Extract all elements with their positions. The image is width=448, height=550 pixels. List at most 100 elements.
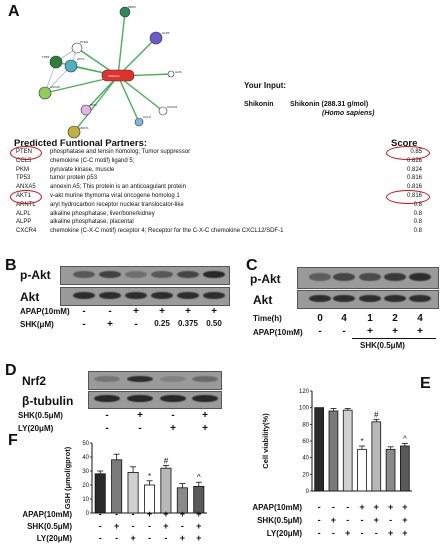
y-tick-label: 0 [86,511,90,517]
condition-sign: - [115,509,118,519]
blot-band [99,271,121,278]
condition-sign: - [99,533,102,543]
partner-description: alkaline phosphatase, liver/bone/kidney [50,210,155,217]
partner-score: 0.824 [406,166,422,173]
partner-description: chemokine (C-C motif) ligand 5; [50,157,135,164]
partner-gene: PKM [16,166,30,173]
condition-sign: + [107,319,113,330]
partner-score: 0.816 [406,184,422,191]
condition-sign: - [132,521,135,531]
condition-sign: 4 [417,313,423,324]
partner-score: 0.8 [413,201,422,208]
network-center-node [101,69,135,82]
condition-sign: - [115,533,118,543]
blot-band [125,292,147,299]
partner-score: 0.8 [413,210,422,217]
panel-letter-f: F [8,432,18,449]
partner-row: CXCR4 chemokine (C-X-C motif) receptor 4;… [14,227,424,236]
condition-sign: + [180,533,185,543]
condition-sign: + [392,326,398,337]
interaction-network: MRPL PTEN ALPP AKT1 TP53 ANXA5 PKM CCL5 … [38,5,183,139]
network-node-label: PTEN [80,40,88,44]
condition-sign: - [108,306,112,317]
blot-d-tubulin [88,391,222,409]
condition-sign: + [202,410,208,421]
condition-sign: - [134,319,138,330]
partners-title: Predicted Funtional Partners: [14,138,148,149]
significance-mark: * [360,437,363,446]
partner-gene: TP53 [16,175,31,182]
blot-b-row2-label: Akt [20,290,40,304]
partner-description: pyruvate kinase, muscle [50,166,115,173]
panel-letter-b: B [5,257,17,274]
condition-sign: - [99,509,102,519]
network-node-label: PKM [90,103,97,107]
partner-score: 0.8 [413,219,422,226]
condition-label: LY(20μM) [37,534,73,543]
network-node [64,59,78,73]
condition-sign: + [374,502,379,512]
condition-label: SHK(0.5μM) [257,516,302,525]
condition-sign: - [181,521,184,531]
partner-description: chemokine (C-X-C motif) receptor 4; Rece… [50,228,284,235]
blot-band [359,273,381,281]
network-node-label: ANXA5 [50,85,60,89]
condition-sign: + [211,306,217,317]
blot-band [125,271,147,278]
partner-gene: CXCR4 [16,228,37,235]
bar [371,421,382,492]
blot-band [203,271,225,278]
condition-sign: - [318,502,321,512]
condition-sign: + [196,509,201,519]
condition-sign: + [388,528,393,538]
y-tick-label: 80 [302,422,309,428]
condition-label: LY(20μM) [267,529,303,538]
condition-sign: + [147,509,152,519]
y-tick-label: 30 [82,469,89,475]
network-node [67,125,81,139]
partner-score: 0.816 [406,175,422,182]
partner-gene: CCL5 [16,157,32,164]
y-tick-label: 120 [299,389,310,395]
bar [111,459,123,514]
condition-sign: 0 [317,313,323,324]
blot-band [94,376,120,382]
network-node-label: TP53 [42,55,50,59]
blot-band [309,295,331,302]
condition-sign: - [99,521,102,531]
y-axis-label: GSH (μmol/gprot) [63,446,72,509]
significance-mark: ^ [197,473,201,482]
input-species: (Homo sapiens) [322,110,375,117]
partner-description: alkaline phosphatase, placental [50,219,134,226]
blot-band [309,273,331,281]
bar [160,467,172,514]
network-node-label: AKT1 [77,57,85,61]
blot-band [333,273,355,281]
network-node-label: ALPL [175,70,183,74]
y-tick-label: 100 [299,406,310,412]
partner-description: phosphatase and tensin homolog; Tumor su… [50,149,191,155]
blot-b-row1-label: p-Akt [20,268,51,282]
condition-sign: + [196,521,201,531]
y-tick-label: 10 [82,497,89,503]
significance-mark: # [374,410,379,419]
blot-band [160,395,186,402]
bar [314,407,324,492]
blot-band [192,395,218,402]
condition-sign: - [375,528,378,538]
condition-sign: - [132,509,135,519]
y-tick-label: 50 [82,441,89,447]
blot-band [99,292,121,299]
condition-sign: + [185,306,191,317]
bar [357,448,367,492]
bar [400,445,410,492]
blot-d-row2-label: β-tubulin [22,394,74,408]
partner-gene: ANXA5 [16,184,36,191]
y-tick-label: 0 [306,489,310,495]
condition-sign: - [342,326,346,337]
